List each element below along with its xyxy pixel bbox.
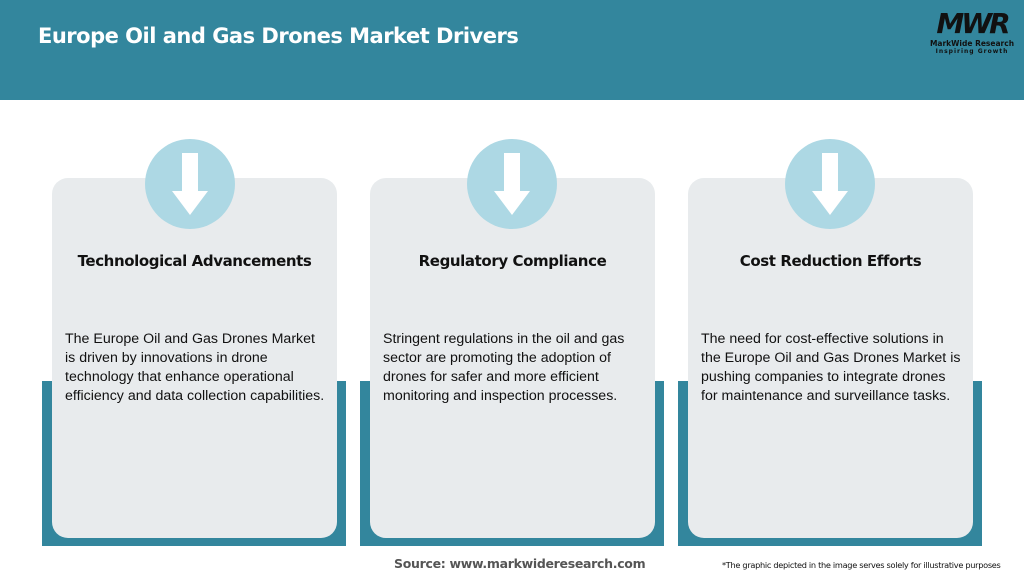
card-title: Cost Reduction Efforts: [739, 252, 922, 270]
card-title: Regulatory Compliance: [418, 252, 607, 270]
logo-name: MarkWide Research: [929, 39, 1015, 48]
icon-circle: [145, 139, 235, 229]
card-body: The Europe Oil and Gas Drones Market is …: [65, 331, 325, 404]
arrow-down-icon: [812, 153, 848, 215]
logo: MWR MarkWide Research Inspiring Growth: [922, 10, 1022, 60]
icon-circle: [785, 139, 875, 229]
source-credit: Source: www.markwideresearch.com: [394, 556, 646, 571]
header-banner: Europe Oil and Gas Drones Market Drivers…: [0, 0, 1024, 100]
logo-tagline: Inspiring Growth: [935, 48, 1009, 55]
arrow-down-icon: [494, 153, 530, 215]
disclaimer-note: *The graphic depicted in the image serve…: [722, 560, 1001, 570]
driver-card-cost-reduction: Cost Reduction Efforts The need for cost…: [688, 178, 973, 538]
driver-card-technological: Technological Advancements The Europe Oi…: [52, 178, 337, 538]
arrow-down-icon: [172, 153, 208, 215]
card-body: Stringent regulations in the oil and gas…: [383, 331, 625, 404]
driver-card-regulatory: Regulatory Compliance Stringent regulati…: [370, 178, 655, 538]
logo-mark: MWR: [936, 7, 1010, 40]
icon-circle: [467, 139, 557, 229]
page-title: Europe Oil and Gas Drones Market Drivers: [38, 24, 519, 48]
card-body: The need for cost-effective solutions in…: [701, 331, 961, 404]
card-title: Technological Advancements: [77, 252, 312, 270]
